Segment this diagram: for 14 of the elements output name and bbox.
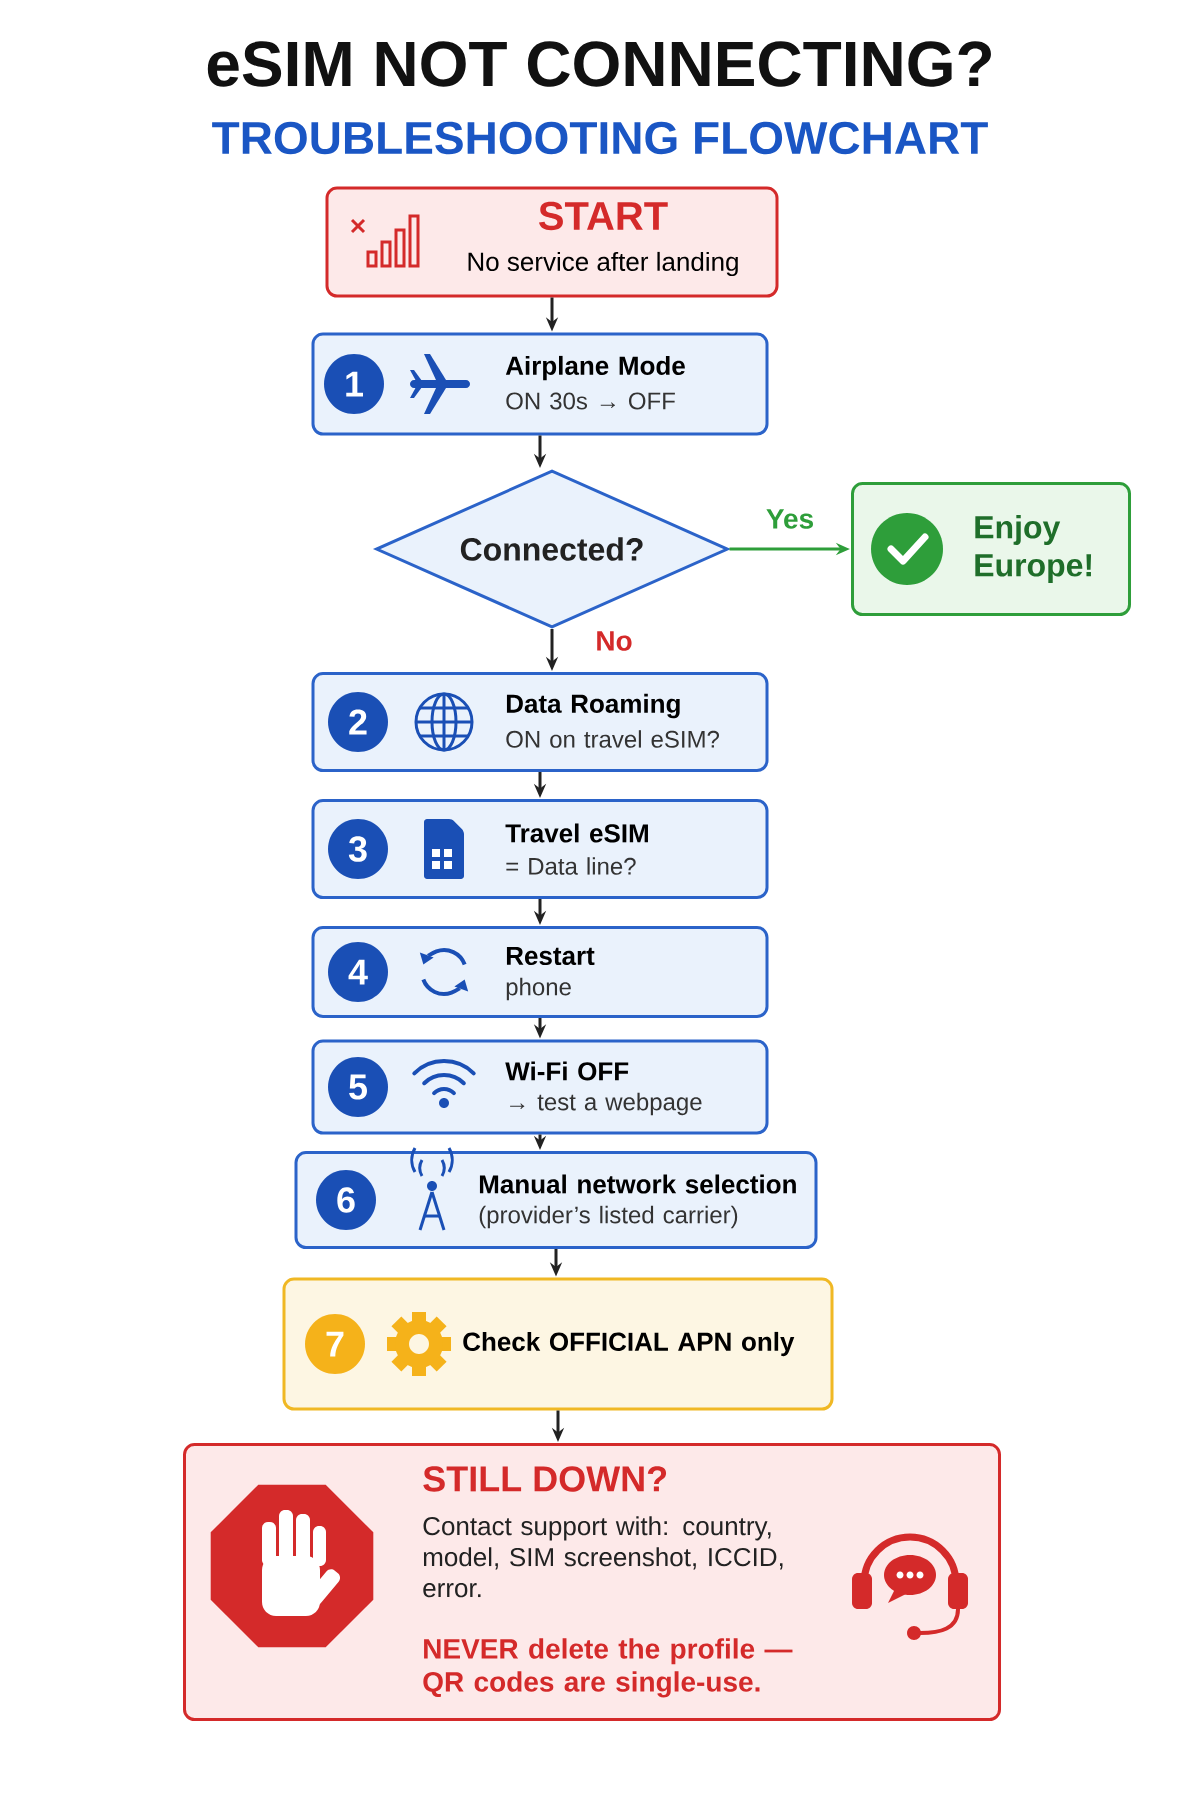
title: eSIM NOT CONNECTING? (207, 41, 991, 87)
subtitle: TROUBLESHOOTING FLOWCHART (212, 121, 988, 155)
step-box: 5 Wi-Fi OFF → test a webpage (311, 1039, 769, 1135)
end-box: Enjoy Europe! (851, 482, 1131, 616)
step-box: 6 Manual network selection (provider’s listed carrier) (294, 1147, 818, 1249)
alert-box: STILL DOWN? Contact support with: country, model, SIM screenshot, ICCID, error. NEVER delete the profile — QR codes are single-use. (183, 1443, 1001, 1721)
step-box: 7 Check OFFICIAL APN only (282, 1277, 834, 1411)
step-box: 4 Restart phone (311, 926, 769, 1018)
step-box: 2 Data Roaming ON on travel eSIM? (311, 672, 769, 772)
edge-label: No (597, 631, 632, 651)
step-box: 3 Travel eSIM = Data line? (311, 799, 769, 899)
step-box: 1 Airplane Mode ON 30s → OFF (311, 332, 769, 436)
start-box: START No service after landing (325, 186, 779, 298)
edge-label: Yes (766, 509, 813, 529)
